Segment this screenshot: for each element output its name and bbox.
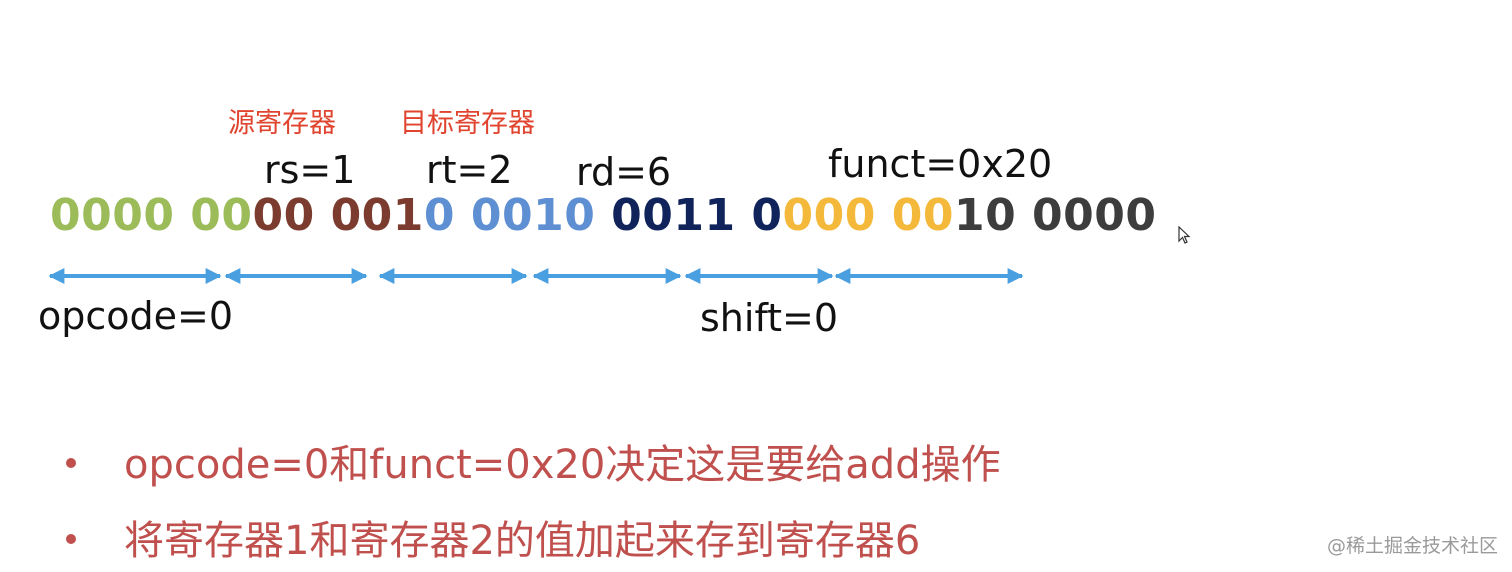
funct-field-label: funct=0x20 [828, 142, 1053, 186]
shift-bits: 000 00 [782, 190, 954, 241]
opcode-bits: 0000 00 [50, 190, 253, 241]
bullet-dot-icon [66, 458, 76, 468]
rd-bits: 0011 0 [595, 190, 783, 241]
binary-instruction: 0000 0000 0010 0010 0011 0000 0010 0000 [50, 190, 1156, 241]
bullet-text: opcode=0和funct=0x20决定这是要给add操作 [124, 442, 1001, 488]
rd-field-label: rd=6 [576, 150, 672, 194]
rt-bits: 0 0010 [423, 190, 596, 241]
bullet-text: 将寄存器1和寄存器2的值加起来存到寄存器6 [124, 518, 921, 564]
bullet-dot-icon [66, 534, 76, 544]
rt-field-label: rt=2 [426, 148, 513, 192]
bullet-item: 将寄存器1和寄存器2的值加起来存到寄存器6 [66, 508, 920, 566]
bullet-item: opcode=0和funct=0x20决定这是要给add操作 [66, 432, 1001, 490]
opcode-field-label: opcode=0 [38, 294, 234, 338]
target-register-label: 目标寄存器 [400, 108, 535, 139]
rs-bits: 00 001 [252, 190, 424, 241]
rs-field-label: rs=1 [264, 148, 356, 192]
funct-bits: 10 0000 [953, 190, 1157, 241]
watermark: @稀土掘金技术社区 [1326, 535, 1498, 557]
source-register-label: 源寄存器 [228, 108, 336, 139]
shift-field-label: shift=0 [700, 296, 839, 340]
mouse-pointer-icon [1178, 226, 1191, 244]
